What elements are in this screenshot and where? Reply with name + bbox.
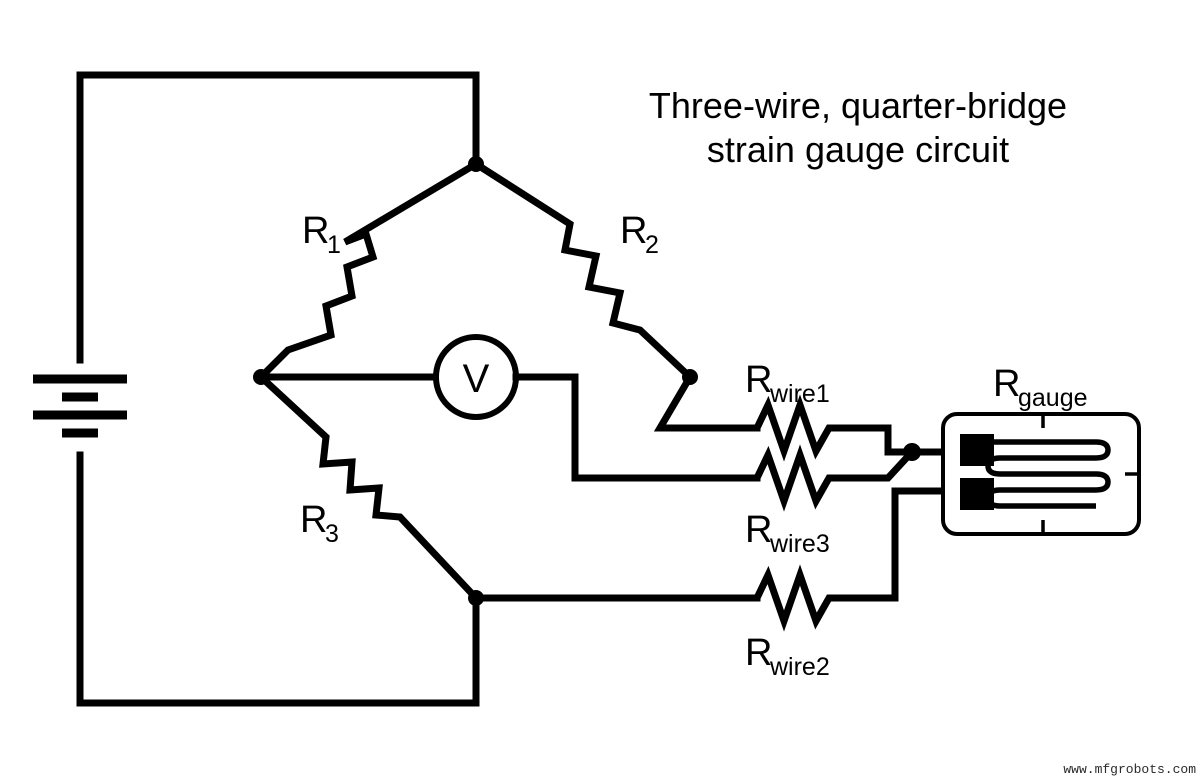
title-line-1: Three-wire, quarter-bridge — [649, 85, 1067, 126]
wire-Rwire3-right-lead — [841, 447, 917, 482]
resistor-R3 — [258, 374, 479, 601]
voltmeter-branch: V — [257, 334, 761, 482]
label-Rwire3: R — [745, 509, 772, 551]
label-Rwire2-subscript: wire2 — [769, 653, 830, 681]
diagram-title: Three-wire, quarter-bridge strain gauge … — [649, 85, 1067, 170]
label-R1-subscript: 1 — [327, 231, 341, 259]
resistor-R1-body — [258, 160, 478, 380]
resistor-Rwire1 — [653, 372, 969, 462]
wire-Rwire2-right-lead — [841, 487, 969, 602]
resistor-Rwire2 — [472, 487, 969, 632]
label-Rwire2: R — [745, 632, 772, 674]
watermark: www.mfgrobots.com — [1063, 762, 1196, 777]
title-line-2: strain gauge circuit — [707, 129, 1009, 170]
resistor-R1 — [258, 160, 478, 380]
component-labels: R 1 R 2 R 3 R wire1 R wire3 R wire2 R ga… — [300, 210, 1088, 681]
wire-supply-top — [76, 71, 480, 168]
resistor-R3-body — [258, 374, 479, 601]
label-Rgauge-subscript: gauge — [1018, 384, 1088, 412]
supply-loop-wiring — [76, 71, 480, 707]
resistor-Rwire3-zigzag — [753, 444, 845, 512]
wire-Rwire1-right-lead — [841, 424, 969, 456]
label-Rwire3-subscript: wire3 — [769, 530, 830, 558]
voltmeter-label: V — [463, 357, 490, 401]
label-Rwire1-subscript: wire1 — [769, 380, 830, 408]
resistor-Rwire1-zigzag — [753, 394, 845, 462]
label-R3-subscript: 3 — [325, 520, 339, 548]
strain-gauge-foil-grid — [985, 439, 1111, 509]
label-R1: R — [302, 210, 329, 252]
battery — [33, 374, 127, 438]
label-Rgauge: R — [993, 363, 1020, 405]
wire-supply-bottom — [76, 594, 480, 707]
node-bridge-left — [253, 369, 269, 385]
wire-Rwire1-left-lead — [653, 372, 761, 432]
resistor-Rwire3 — [753, 444, 917, 512]
label-R2: R — [620, 210, 647, 252]
resistor-R2 — [474, 161, 693, 380]
resistor-R2-body — [474, 161, 693, 380]
label-Rwire1: R — [745, 359, 772, 401]
strain-gauge — [941, 412, 1141, 536]
node-bridge-top — [468, 156, 484, 172]
wire-voltmeter-right — [512, 373, 761, 482]
label-R2-subscript: 2 — [645, 231, 659, 259]
resistor-Rwire2-zigzag — [753, 564, 845, 632]
label-R3: R — [300, 499, 327, 541]
